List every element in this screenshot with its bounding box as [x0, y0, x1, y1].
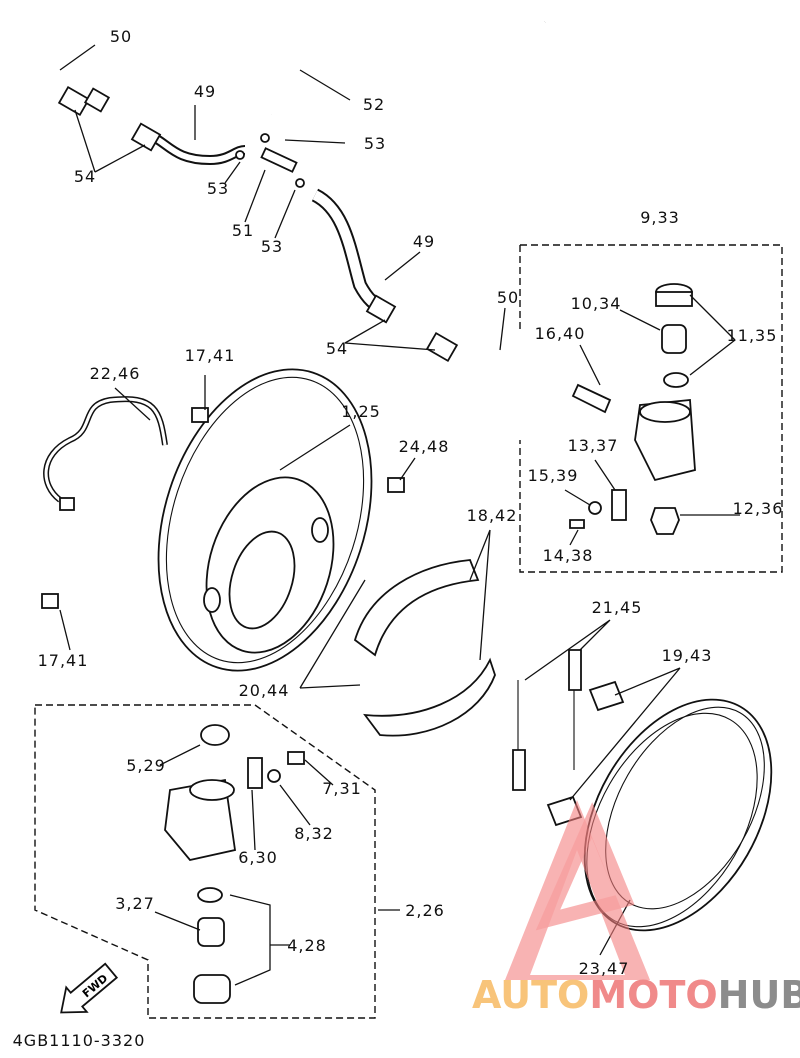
bolt-17-41: [41, 593, 59, 609]
plate-13-37: [611, 489, 627, 521]
plate-6-30: [247, 757, 263, 789]
watermark-hub: HUB: [718, 973, 800, 1017]
hose-52: [267, 17, 547, 116]
callout-label: 54: [326, 339, 348, 358]
adjuster-12-36: [650, 507, 680, 535]
callout-label: 17,41: [38, 651, 89, 670]
piston-3-27: [197, 917, 225, 947]
callout-labels: 50 49 52 53 54 53 51 53 9,33 49 50 10,34…: [13, 27, 784, 1050]
callout-label: 49: [194, 82, 216, 101]
callout-label: 10,34: [571, 294, 622, 313]
callout-label: 2,26: [405, 901, 445, 920]
callout-label: 50: [497, 288, 519, 307]
callout-label: 7,31: [322, 779, 362, 798]
callout-label: 21,45: [592, 598, 643, 617]
callout-label: 52: [363, 95, 385, 114]
fwd-arrow: FWD: [60, 962, 119, 1014]
callout-label: 50: [110, 27, 132, 46]
callout-label: 17,41: [185, 346, 236, 365]
drawing-code: 4GB1110-3320: [13, 1031, 146, 1050]
watermark-auto: AUTO: [472, 973, 589, 1017]
callout-label: 51: [232, 221, 254, 240]
hose-joint: [83, 87, 111, 113]
screw-14-38: [569, 519, 585, 529]
piston-10-34: [661, 324, 687, 354]
callout-label: 53: [364, 134, 386, 153]
callout-label: 54: [74, 167, 96, 186]
callout-label: 8,32: [294, 824, 334, 843]
callout-label: 3,27: [115, 894, 155, 913]
assembly-box-2-26: [34, 704, 376, 1019]
screw-7-31: [287, 751, 305, 765]
callout-label: 22,46: [90, 364, 141, 383]
hose-joint: [57, 85, 91, 117]
callout-label: 12,36: [733, 499, 784, 518]
hose-joint: [365, 294, 397, 324]
watermark-logo: [505, 800, 650, 980]
callout-label: 4,28: [287, 936, 327, 955]
callout-label: 53: [207, 179, 229, 198]
fitting: [59, 497, 75, 511]
callout-label: 53: [261, 237, 283, 256]
bolt-24-48: [387, 477, 405, 493]
drum-ring-23-47: [583, 698, 773, 932]
hose-joint: [130, 122, 162, 152]
spring-21-45: [517, 650, 575, 780]
callout-label: 6,30: [238, 848, 278, 867]
adjuster-5-29: [200, 724, 230, 746]
callout-label: 1,25: [341, 402, 381, 421]
bleeder-16-40: [571, 383, 612, 414]
fitting-51: [260, 147, 298, 173]
callout-label: 11,35: [727, 326, 778, 345]
cup-4-28: [197, 887, 223, 903]
callout-label: 9,33: [640, 208, 680, 227]
hose-49-lower: [311, 188, 389, 317]
callout-label: 16,40: [535, 324, 586, 343]
bolt-17-41: [191, 407, 209, 423]
brake-shoe-18-42: [363, 657, 496, 737]
hose-22-46: [43, 396, 168, 503]
callout-label: 49: [413, 232, 435, 251]
cup-4-28: [193, 974, 231, 1004]
watermark-moto: MOTO: [589, 973, 717, 1017]
callout-label: 19,43: [662, 646, 713, 665]
watermark-text: AUTOMOTOHUB: [472, 973, 800, 1017]
callout-label: 15,39: [528, 466, 579, 485]
hose-49-upper: [147, 130, 246, 166]
callout-label: 18,42: [467, 506, 518, 525]
callout-label: 13,37: [568, 436, 619, 455]
assembly-box-9-33: [519, 244, 783, 573]
callout-label: 5,29: [126, 756, 166, 775]
hose-joint: [425, 331, 459, 363]
shim-19-43: [588, 680, 625, 712]
callout-label: 23,47: [579, 959, 630, 978]
callout-label: 14,38: [543, 546, 594, 565]
brake-shoe-18-42: [353, 559, 480, 657]
callout-label: 20,44: [239, 681, 290, 700]
callout-label: 24,48: [399, 437, 450, 456]
